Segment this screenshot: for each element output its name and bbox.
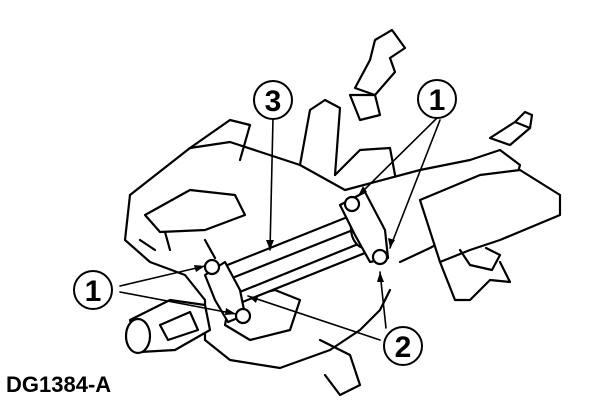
callout-2-label: 2 <box>395 331 412 364</box>
callout-3-label: 3 <box>265 85 282 118</box>
upper-tab <box>348 28 407 122</box>
callout-2-circle <box>383 326 423 366</box>
nut-lower-right <box>371 248 389 266</box>
callout-1-upper-label: 1 <box>429 84 446 117</box>
shaft-end <box>124 298 212 355</box>
figure-id: DG1384-A <box>6 372 112 397</box>
arrow-heads <box>194 186 395 315</box>
callout-1-lower-label: 1 <box>85 275 102 308</box>
callout-circles <box>73 79 457 366</box>
callout-3-circle <box>253 80 293 120</box>
nuts <box>203 195 389 325</box>
nut-lower-left <box>234 307 252 325</box>
callout-1-lower-circle <box>73 270 113 310</box>
nut-upper-right <box>343 195 361 213</box>
callout-1-upper-circle <box>417 79 457 119</box>
nut-upper-left <box>203 258 221 276</box>
right-bracket <box>418 110 562 302</box>
